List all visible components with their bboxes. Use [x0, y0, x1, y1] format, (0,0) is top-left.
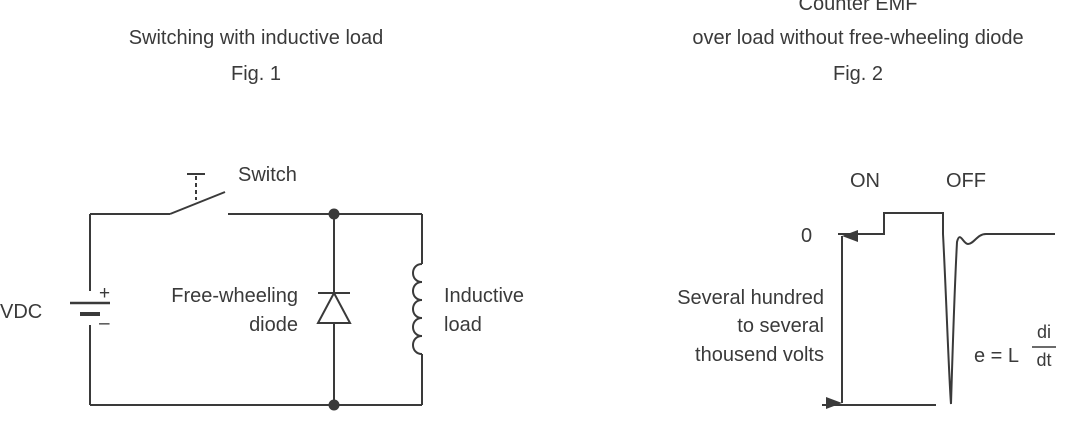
- fig2-label: Fig. 2: [832, 63, 884, 85]
- waveform-trace: [838, 212, 1055, 405]
- switch-label: Switch: [238, 164, 297, 186]
- fig2-title-line1: Counter EMF: [798, 0, 918, 15]
- formula-numerator: di: [1036, 322, 1051, 342]
- formula-denominator: dt: [1036, 350, 1052, 370]
- formula-lhs: e = L: [974, 345, 1020, 367]
- fig1-title: Switching with inductive load: [128, 27, 384, 49]
- diode-label-line1: Free-wheeling: [171, 285, 298, 307]
- fig2-title-line2: over load without free-wheeling diode: [692, 27, 1024, 49]
- circuit-schematic: [70, 173, 423, 406]
- inductor-coil: [412, 263, 423, 355]
- load-label-line1: Inductive: [444, 285, 525, 307]
- span-label-line3: thousend volts: [695, 344, 824, 366]
- switch-blade: [169, 191, 226, 215]
- span-label-line1: Several hundred: [677, 287, 824, 309]
- junction-dot-bottom: [328, 399, 340, 411]
- span-label-line2: to several: [737, 315, 824, 337]
- battery-label: VDC: [0, 301, 43, 323]
- load-label-line2: load: [444, 314, 482, 336]
- battery-minus-sign: –: [99, 313, 110, 334]
- emf-waveform: [822, 212, 1056, 409]
- fig1-label: Fig. 1: [230, 63, 282, 85]
- battery-plus-sign: +: [99, 283, 111, 304]
- diode-triangle: [316, 290, 352, 324]
- diode-label-line2: diode: [249, 314, 298, 336]
- off-label: OFF: [946, 170, 986, 192]
- on-label: ON: [850, 170, 880, 192]
- junction-dot-top: [328, 208, 340, 220]
- zero-label: 0: [801, 225, 813, 247]
